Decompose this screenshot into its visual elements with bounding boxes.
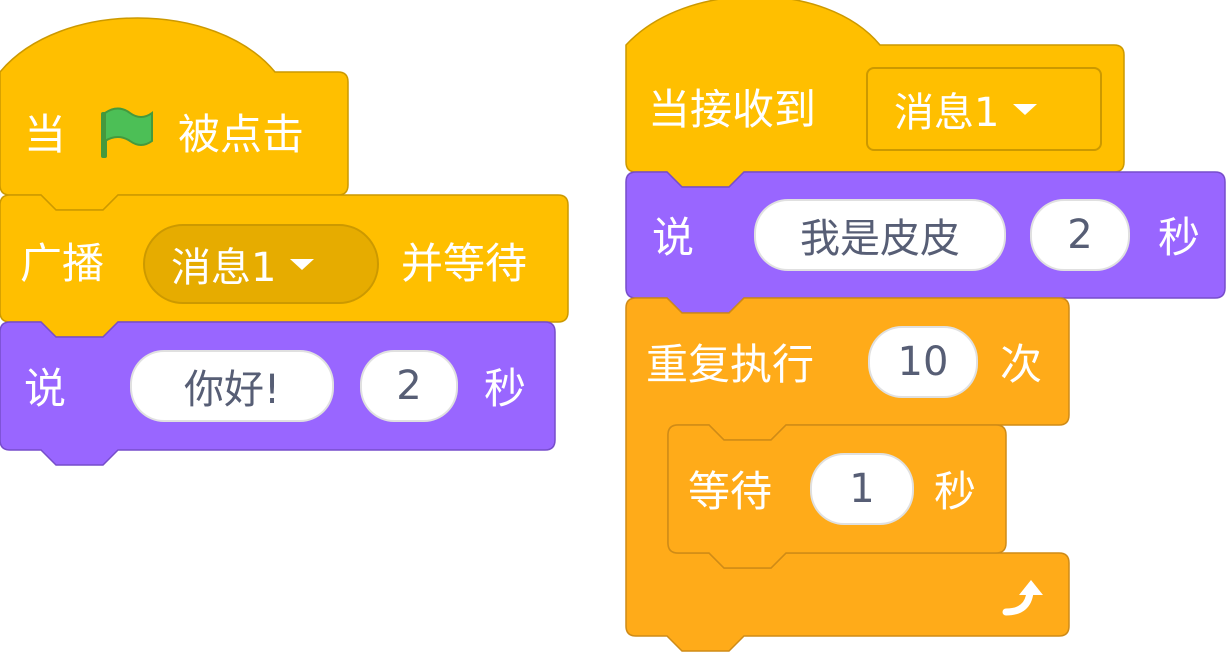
wait-unit-label: 秒 [934, 467, 977, 516]
clicked-label: 被点击 [178, 110, 305, 159]
broadcast-label: 广播 [20, 239, 105, 288]
wait-secs-input[interactable]: 1 [810, 453, 914, 525]
times-unit-label: 次 [1000, 340, 1043, 389]
broadcast-message-value: 消息1 [171, 245, 277, 291]
repeat-label: 重复执行 [646, 340, 815, 389]
say-label: 说 [24, 364, 67, 413]
secs-unit-label: 秒 [484, 364, 527, 413]
green-flag-icon [101, 107, 153, 158]
receive-message-dropdown[interactable]: 消息1 [866, 67, 1102, 151]
loop-arrow-icon [1002, 580, 1043, 616]
say-text-input[interactable]: 你好! [130, 350, 334, 422]
say-secs-input[interactable]: 2 [360, 350, 458, 422]
when-i-receive-label: 当接收到 [648, 85, 817, 134]
repeat-times-input[interactable]: 10 [868, 326, 978, 398]
secs-unit-label-2: 秒 [1158, 213, 1201, 262]
and-wait-label: 并等待 [401, 239, 528, 288]
say-label-2: 说 [652, 213, 695, 262]
receive-message-value: 消息1 [894, 90, 1000, 136]
say-text-input-2[interactable]: 我是皮皮 [754, 199, 1006, 271]
broadcast-message-dropdown[interactable]: 消息1 [143, 224, 379, 304]
when-label: 当 [24, 110, 67, 159]
wait-label: 等待 [688, 467, 773, 516]
chevron-down-icon [290, 258, 315, 270]
say-secs-input-2[interactable]: 2 [1030, 199, 1130, 271]
chevron-down-icon [1013, 103, 1038, 115]
